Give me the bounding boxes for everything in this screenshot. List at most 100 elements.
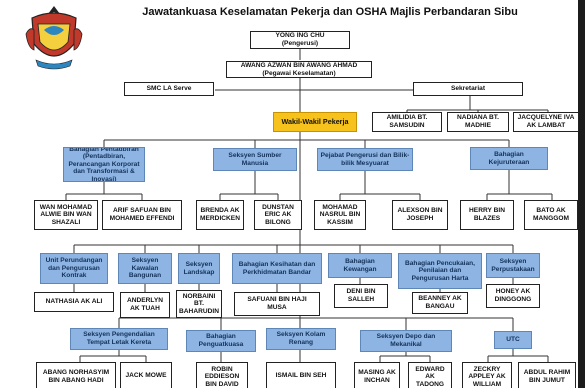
chart-title: Jawatankuasa Keselamatan Pekerja dan OSH… [142, 6, 518, 18]
safety-officer-box: AWANG AZWAN BIN AWANG AHMAD (Pegawai Kes… [226, 61, 372, 78]
secretariat-member-box: AMILIDIA BT. SAMSUDIN [372, 112, 442, 132]
department-label: Seksyen Kolam Renang [276, 331, 326, 346]
member-box: HONEY AK DINGGONG [486, 284, 540, 308]
member-box: SAFUANI BIN HAJI MUSA [234, 292, 320, 316]
member-name: NATHASIA AK ALI [45, 298, 103, 306]
department-box: Seksyen Pengendalian Tempat Letak Kereta [70, 328, 168, 350]
member-name: SAFUANI BIN HAJI MUSA [247, 296, 307, 311]
member-name: DUNSTAN ERIC AK BILONG [262, 203, 294, 226]
department-box: UTC [494, 331, 532, 349]
safety-officer-role: (Pegawai Keselamatan) [262, 69, 336, 77]
worker-reps-label: Wakil-Wakil Pekerja [281, 116, 349, 126]
member-name: DENI BIN SALLEH [346, 288, 376, 303]
department-box: Bahagian Penguatkuasa [186, 330, 256, 352]
member-name: MOHAMAD NASRUL BIN KASSIM [319, 203, 361, 226]
department-box: Seksyen Sumber Manusia [213, 148, 297, 171]
secretariat-member-name: JACQUELYNE IVA AK LAMBAT [517, 114, 575, 129]
member-name: HERRY BIN BLAZES [469, 207, 505, 222]
department-box: Bahagian Kesihatan dan Perkhidmatan Band… [232, 253, 322, 284]
member-box: NORBAINI BT. BAHARUDIN [176, 290, 222, 318]
member-name: ANDERLYN AK TUAH [126, 297, 164, 312]
member-name: MASING AK INCHAN [358, 369, 396, 384]
smc-box: SMC LA Serve [124, 82, 214, 96]
member-box: NATHASIA AK ALI [34, 292, 114, 312]
member-box: MOHAMAD NASRUL BIN KASSIM [314, 200, 366, 230]
department-box: Bahagian Pencukaian, Penilaian dan Pengu… [398, 253, 482, 289]
secretariat-label: Sekretariat [450, 85, 486, 93]
secretariat-member-name: NADIANA BT. MADHIE [457, 114, 499, 129]
department-box: Seksyen Landskap [178, 253, 220, 284]
department-box: Seksyen Kawalan Bangunan [118, 253, 172, 284]
department-box: Seksyen Depo dan Mekanikal [360, 330, 452, 352]
secretariat-box: Sekretariat [413, 82, 523, 96]
member-box: ABDUL RAHIM BIN JUMUT [518, 362, 576, 388]
member-name: EDWARD AK TADONG [415, 365, 445, 388]
department-label: Seksyen Sumber Manusia [228, 151, 282, 167]
department-box: Bahagian Kejuruteraan [470, 147, 548, 170]
member-box: MASING AK INCHAN [354, 362, 400, 388]
safety-officer-name: AWANG AZWAN BIN AWANG AHMAD [240, 61, 358, 69]
member-box: ALEXSON BIN JOSEPH [392, 200, 448, 230]
department-box: Bahagian Pentadbiran (Pentadbiran, Peran… [63, 147, 145, 182]
department-label: Bahagian Kejuruteraan [488, 150, 530, 166]
department-label: Unit Perundangan dan Pengurusan Kontrak [45, 257, 103, 280]
department-label: Seksyen Pengendalian Tempat Letak Kereta [83, 331, 155, 346]
department-label: Bahagian Kesihatan dan Perkhidmatan Band… [238, 260, 316, 276]
department-box: Unit Perundangan dan Pengurusan Kontrak [40, 253, 108, 284]
department-box: Seksyen Perpustakaan [486, 253, 540, 278]
department-label: Bahagian Kewangan [343, 257, 377, 273]
member-box: DUNSTAN ERIC AK BILONG [254, 200, 302, 230]
member-name: WAN MOHAMAD ALWIE BIN WAN SHAZALI [39, 203, 93, 226]
member-box: ABANG NORHASYIM BIN ABANG HADI [36, 362, 116, 388]
department-box: Pejabat Pengerusi dan Bilik-bilik Mesyua… [317, 148, 413, 171]
department-label: Bahagian Pentadbiran (Pentadbiran, Peran… [68, 147, 140, 182]
member-box: ROBIN EDDIESON BIN DAVID [196, 362, 248, 388]
member-name: ALEXSON BIN JOSEPH [397, 207, 443, 222]
secretariat-member-box: JACQUELYNE IVA AK LAMBAT [513, 112, 579, 132]
member-box: JACK MOWE [120, 362, 172, 388]
member-box: BEANNEY AK BANGAU [412, 292, 468, 314]
member-name: BEANNEY AK BANGAU [418, 295, 462, 310]
department-label: Pejabat Pengerusi dan Bilik-bilik Mesyua… [320, 151, 410, 167]
member-box: WAN MOHAMAD ALWIE BIN WAN SHAZALI [34, 200, 98, 230]
chairman-role: (Pengerusi) [281, 40, 319, 47]
member-box: ZECKRY APPLEY AK WILLIAM [462, 362, 512, 388]
department-box: Seksyen Kolam Renang [266, 328, 336, 350]
member-box: HERRY BIN BLAZES [460, 200, 514, 230]
member-name: ABDUL RAHIM BIN JUMUT [523, 369, 571, 384]
council-crest-logo [25, 6, 83, 70]
worker-reps-box: Wakil-Wakil Pekerja [273, 112, 357, 132]
department-label: Seksyen Kawalan Bangunan [128, 257, 162, 280]
smc-label: SMC LA Serve [146, 85, 192, 93]
member-box: DENI BIN SALLEH [334, 284, 388, 308]
department-label: Seksyen Landskap [183, 260, 215, 276]
member-box: ISMAIL BIN SEH [266, 362, 336, 388]
member-name: BATO AK MANGGOM [533, 207, 569, 222]
chairman-box: YONG ING CHU (Pengerusi) [250, 31, 350, 49]
department-label: UTC [506, 336, 520, 344]
department-label: Bahagian Pencukaian, Penilaian dan Pengu… [405, 259, 475, 282]
member-name: NORBAINI BT. BAHARUDIN [179, 292, 219, 315]
secretariat-member-box: NADIANA BT. MADHIE [447, 112, 509, 132]
member-name: ROBIN EDDIESON BIN DAVID [204, 365, 240, 388]
department-label: Seksyen Depo dan Mekanikal [376, 333, 436, 348]
chairman-name: YONG ING CHU [275, 32, 325, 40]
member-name: ISMAIL BIN SEH [275, 372, 327, 380]
member-name: ZECKRY APPLEY AK WILLIAM [468, 365, 506, 388]
member-name: ABANG NORHASYIM BIN ABANG HADI [42, 369, 110, 384]
member-box: ANDERLYN AK TUAH [120, 292, 170, 318]
member-box: BATO AK MANGGOM [524, 200, 578, 230]
member-box: ARIF SAFUAN BIN MOHAMED EFFENDI [102, 200, 182, 230]
department-label: Seksyen Perpustakaan [491, 257, 535, 273]
secretariat-member-name: AMILIDIA BT. SAMSUDIN [386, 114, 428, 129]
member-name: HONEY AK DINGGONG [494, 288, 532, 303]
member-name: JACK MOWE [125, 372, 167, 380]
member-name: BRENDA AK MERDICKEN [200, 207, 240, 222]
right-edge-bar [578, 0, 585, 388]
member-name: ARIF SAFUAN BIN MOHAMED EFFENDI [109, 207, 175, 222]
member-box: BRENDA AK MERDICKEN [196, 200, 244, 230]
department-label: Bahagian Penguatkuasa [198, 333, 244, 348]
member-box: EDWARD AK TADONG [408, 362, 452, 388]
